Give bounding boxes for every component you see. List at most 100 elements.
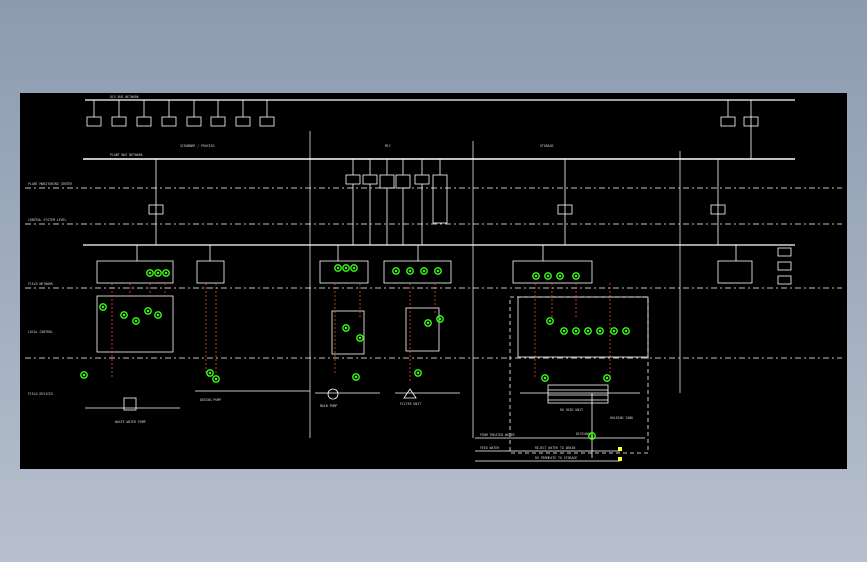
bus-lines (83, 99, 795, 246)
process-label-7: DISCHARGE (576, 432, 593, 436)
instrument-bubble-20[interactable] (80, 371, 88, 379)
mcc-unit-4[interactable] (395, 174, 411, 189)
controller-2[interactable] (196, 260, 225, 284)
instrument-bubble-30[interactable] (560, 327, 568, 335)
ro-membrane-rack[interactable] (547, 384, 609, 404)
instrument-bubble-18[interactable] (144, 307, 152, 315)
instrument-core-37 (605, 376, 609, 380)
instrument-bubble-26[interactable] (414, 369, 422, 377)
pump-2[interactable] (327, 388, 339, 400)
mcc-unit-2[interactable] (362, 174, 378, 185)
pump-motor-1[interactable] (123, 397, 137, 411)
instrument-bubble-2[interactable] (154, 269, 162, 277)
controller-5[interactable] (512, 260, 593, 284)
level-label-5: FIELD DEVICES (28, 392, 53, 396)
valve-1[interactable] (403, 388, 417, 399)
instrument-core-2 (156, 271, 160, 275)
instrument-bubble-6[interactable] (350, 264, 358, 272)
aux-box-2[interactable] (777, 261, 792, 271)
workstation-8[interactable] (259, 116, 275, 127)
panel-3 (405, 307, 440, 352)
instrument-bubble-5[interactable] (342, 264, 350, 272)
level-label-3: FIELD NETWORK (28, 282, 53, 286)
instrument-core-6 (352, 266, 356, 270)
instrument-bubble-17[interactable] (132, 317, 140, 325)
workstation-2[interactable] (111, 116, 127, 127)
aux-box-1[interactable] (777, 247, 792, 257)
instrument-bubble-4[interactable] (334, 264, 342, 272)
instrument-bubble-28[interactable] (436, 315, 444, 323)
instrument-core-8 (408, 269, 412, 273)
process-label-3: MAIN PUMP (320, 404, 337, 408)
instrument-core-17 (134, 319, 138, 323)
workstation-6[interactable] (210, 116, 226, 127)
instrument-core-15 (101, 305, 105, 309)
instrument-bubble-34[interactable] (610, 327, 618, 335)
controller-4[interactable] (383, 260, 452, 284)
instrument-bubble-22[interactable] (212, 375, 220, 383)
aux-box-3[interactable] (777, 275, 792, 285)
instrument-core-11 (534, 274, 538, 278)
instrument-core-1 (148, 271, 152, 275)
mcc-unit-5[interactable] (414, 174, 430, 185)
instrument-bubble-24[interactable] (356, 334, 364, 342)
controller-6[interactable] (717, 260, 753, 284)
instrument-core-20 (82, 373, 86, 377)
instrument-bubble-11[interactable] (532, 272, 540, 280)
workstation-9[interactable] (720, 116, 736, 127)
instrument-bubble-19[interactable] (154, 311, 162, 319)
workstation-1[interactable] (86, 116, 102, 127)
instrument-bubble-25[interactable] (352, 373, 360, 381)
workstation-7[interactable] (235, 116, 251, 127)
mcc-unit-3[interactable] (379, 174, 395, 189)
instrument-bubble-32[interactable] (584, 327, 592, 335)
instrument-bubble-27[interactable] (424, 319, 432, 327)
instrument-bubble-36[interactable] (541, 374, 549, 382)
instrument-bubble-8[interactable] (406, 267, 414, 275)
bottom-note-1: FROM TREATED WATER (480, 433, 515, 437)
instrument-bubble-3[interactable] (162, 269, 170, 277)
mcc-unit-6[interactable] (432, 174, 448, 224)
instrument-bubble-12[interactable] (544, 272, 552, 280)
instrument-bubble-31[interactable] (572, 327, 580, 335)
instrument-core-3 (164, 271, 168, 275)
workstation-row (86, 100, 759, 159)
instrument-bubble-21[interactable] (206, 369, 214, 377)
workstation-4[interactable] (161, 116, 177, 127)
instrument-bubble-23[interactable] (342, 324, 350, 332)
controllers (96, 245, 792, 285)
workstation-3[interactable] (136, 116, 152, 127)
instrument-bubble-16[interactable] (120, 311, 128, 319)
instrument-core-23 (344, 326, 348, 330)
instrument-bubble-1[interactable] (146, 269, 154, 277)
process-label-1: WASTE WATER PUMP (115, 420, 146, 424)
instrument-bubble-37[interactable] (603, 374, 611, 382)
switch-b[interactable] (557, 204, 573, 215)
instrument-core-25 (354, 375, 358, 379)
instrument-core-22 (214, 377, 218, 381)
instrument-bubble-33[interactable] (596, 327, 604, 335)
instrument-bubble-7[interactable] (392, 267, 400, 275)
instrument-bubble-9[interactable] (420, 267, 428, 275)
controller-1[interactable] (96, 260, 174, 284)
controller-3[interactable] (319, 260, 369, 284)
instrument-bubble-14[interactable] (572, 272, 580, 280)
panel-2 (331, 310, 365, 355)
ro-skid-boundary (509, 296, 649, 454)
instrument-bubble-15[interactable] (99, 303, 107, 311)
top-bus-label: DCS BUS NETWORK (110, 95, 139, 99)
instrument-bubble-35[interactable] (622, 327, 630, 335)
workstation-5[interactable] (186, 116, 202, 127)
switch-a[interactable] (148, 204, 164, 215)
highlight-marker-1 (618, 447, 622, 451)
instrument-bubble-13[interactable] (556, 272, 564, 280)
instrument-core-35 (624, 329, 628, 333)
instrument-core-36 (543, 376, 547, 380)
instrument-bubble-38[interactable] (588, 432, 596, 440)
panel-4 (517, 296, 649, 358)
instrument-bubble-29[interactable] (546, 317, 554, 325)
switch-c[interactable] (710, 204, 726, 215)
instrument-bubble-10[interactable] (434, 267, 442, 275)
mcc-unit-1[interactable] (345, 174, 361, 185)
workstation-10[interactable] (743, 116, 759, 127)
